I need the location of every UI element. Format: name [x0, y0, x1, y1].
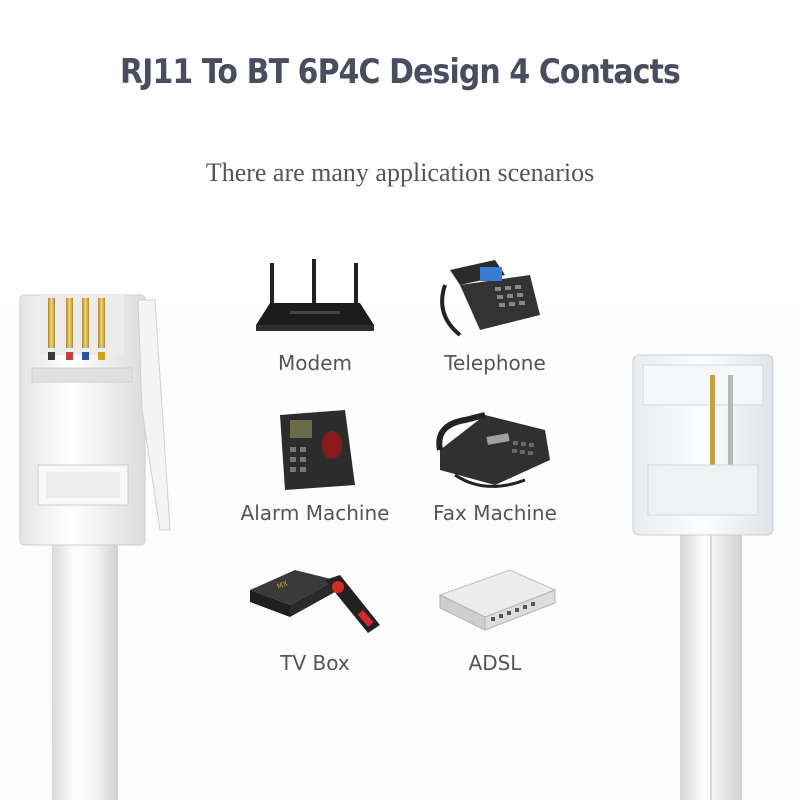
- application-label: Fax Machine: [433, 501, 557, 525]
- desk-phone-icon: [440, 260, 540, 337]
- application-tv-box: MX TV Box: [230, 555, 400, 695]
- headline: RJ11 To BT 6P4C Design 4 Contacts: [120, 52, 681, 92]
- rj11-plug-image: [618, 345, 793, 800]
- fingerprint-terminal-icon: [280, 410, 355, 490]
- application-telephone: Telephone: [410, 255, 580, 395]
- application-label: Telephone: [444, 351, 546, 375]
- subheadline: There are many application scenarios: [205, 158, 595, 187]
- bt-plug-image: [10, 290, 185, 800]
- fax-machine-icon: [436, 412, 550, 488]
- application-alarm-machine: Alarm Machine: [230, 405, 400, 545]
- application-label: ADSL: [468, 651, 522, 675]
- router-icon: [256, 259, 374, 331]
- application-label: TV Box: [280, 651, 350, 675]
- tv-box-icon: MX: [250, 570, 380, 633]
- adsl-switch-icon: [438, 569, 557, 631]
- application-label: Modem: [278, 351, 352, 375]
- application-modem: Modem: [230, 255, 400, 395]
- application-fax-machine: Fax Machine: [410, 405, 580, 545]
- application-adsl: ADSL: [410, 555, 580, 695]
- application-label: Alarm Machine: [240, 501, 390, 525]
- svg-text:MX: MX: [276, 580, 289, 591]
